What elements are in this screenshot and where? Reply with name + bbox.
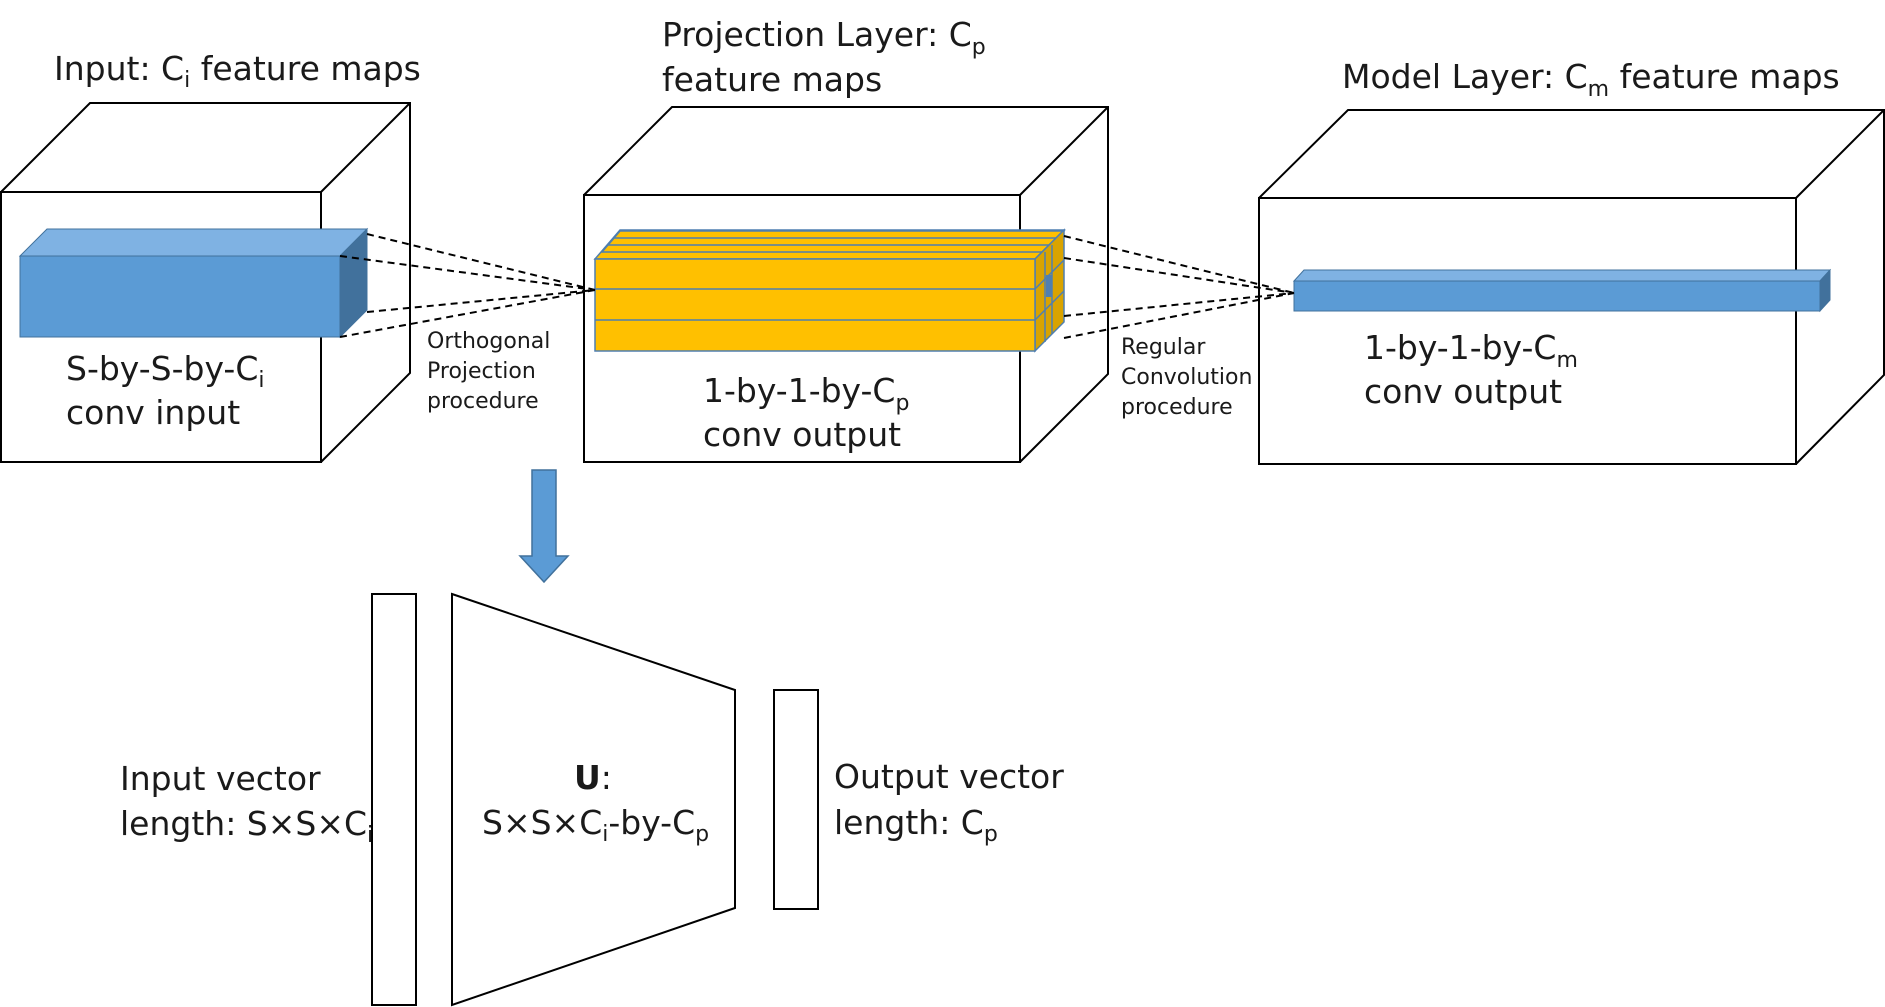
matrix-u-name: U: (574, 758, 612, 797)
output-vector-bar (773, 689, 819, 910)
regular-convolution-lines (1063, 235, 1295, 339)
model-inner-line1: 1-by-1-by-Cm (1364, 328, 1578, 373)
input-inner-line2: conv input (66, 393, 240, 432)
orthogonal-label-line1: Orthogonal (427, 329, 550, 354)
orthogonal-label-line3: procedure (427, 389, 539, 414)
input-vector-bar (371, 593, 417, 1006)
input-title: Input: Ci feature maps (54, 49, 421, 93)
model-inner-line2: conv output (1364, 372, 1562, 411)
projection-inner-line1: 1-by-1-by-Cp (703, 371, 909, 416)
model-title: Model Layer: Cm feature maps (1342, 57, 1840, 102)
input-vector-line2: length: S×S×Ci (120, 804, 373, 848)
output-vector-line1: Output vector (834, 757, 1064, 796)
output-vector-line2: length: Cp (834, 803, 998, 847)
regular-label-line3: procedure (1121, 395, 1233, 420)
projection-conv-stack (593, 228, 1066, 353)
orthogonal-label-line2: Projection (427, 359, 536, 384)
input-inner-line1: S-by-S-by-Ci (66, 349, 265, 393)
input-vector-line1: Input vector (120, 759, 321, 798)
matrix-u-dims: S×S×Ci-by-Cp (482, 803, 709, 847)
matrix-u-trapezoid (451, 592, 736, 1007)
model-conv-block (1292, 268, 1832, 313)
input-conv-block (18, 227, 369, 339)
projection-inner-line2: conv output (703, 415, 901, 454)
model-cube (1258, 109, 1885, 465)
regular-label-line2: Convolution (1121, 365, 1252, 390)
projection-title-line2: feature maps (662, 60, 882, 99)
down-arrow-icon (518, 469, 570, 584)
projection-title-line1: Projection Layer: Cp (662, 15, 986, 60)
orthogonal-projection-lines (339, 233, 596, 338)
regular-label-line1: Regular (1121, 335, 1206, 360)
